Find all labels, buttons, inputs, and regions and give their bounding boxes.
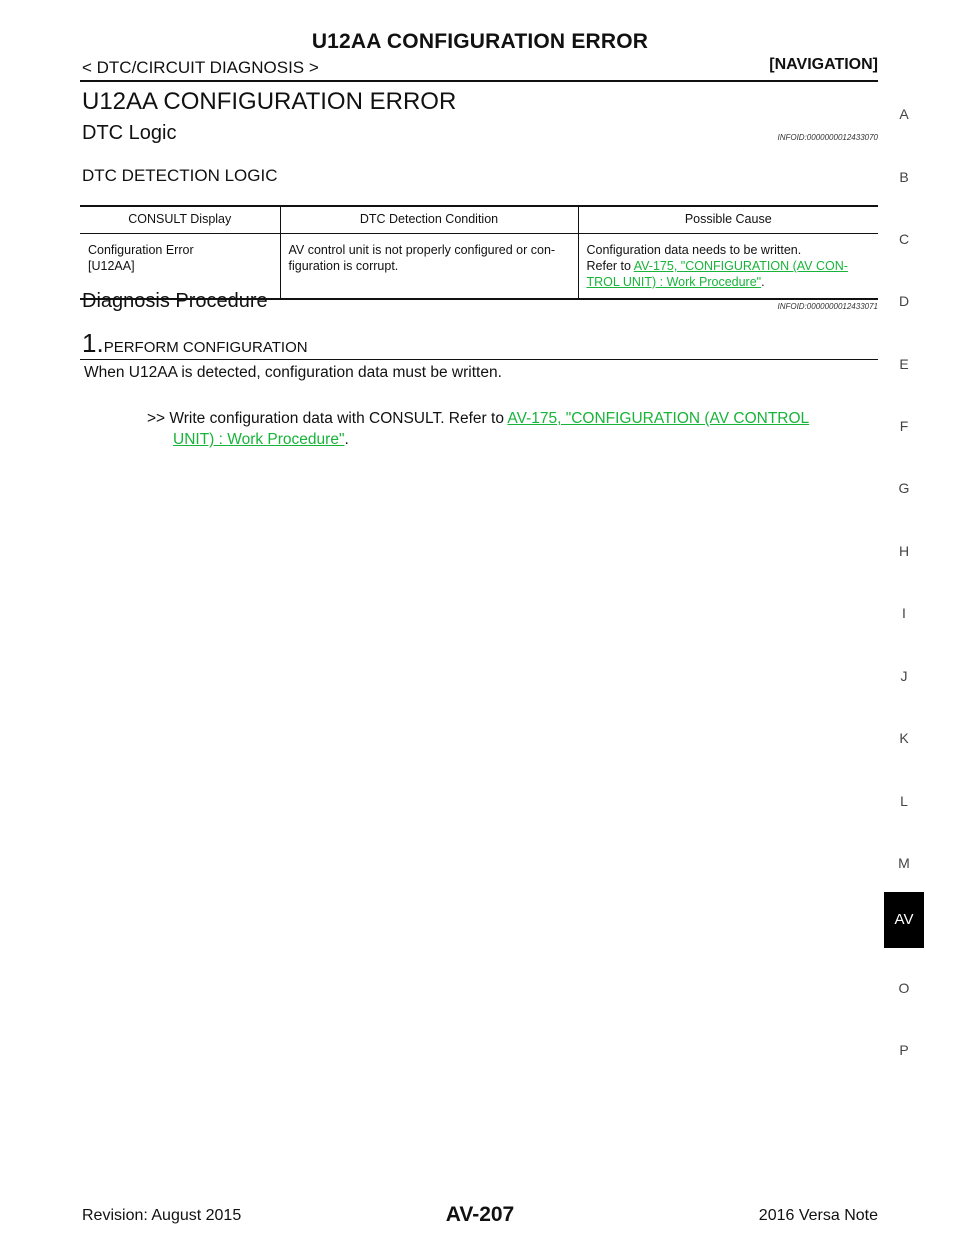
result-reference-link[interactable]: AV-175, "CONFIGURATION (AV CONTROL: [507, 410, 810, 427]
consult-display-line: Configuration Error: [88, 243, 194, 257]
table-row: Configuration Error [U12AA] AV control u…: [80, 233, 878, 300]
section-index-g[interactable]: G: [898, 480, 910, 496]
section-index-e[interactable]: E: [899, 356, 909, 372]
diagnosis-procedure-heading: Diagnosis Procedure: [82, 290, 268, 312]
footer-model: 2016 Versa Note: [758, 1207, 878, 1224]
step-instruction: When U12AA is detected, configuration da…: [84, 364, 502, 381]
result-prefix: >> Write configuration data with CONSULT…: [147, 410, 508, 427]
header-divider: [80, 80, 878, 82]
footer-page-number: AV-207: [445, 1203, 515, 1226]
result-suffix: .: [344, 431, 349, 448]
footer-revision: Revision: August 2015: [82, 1207, 242, 1224]
cell-consult-display: Configuration Error [U12AA]: [80, 234, 280, 300]
page-header-title: U12AA CONFIGURATION ERROR: [311, 30, 649, 53]
section-index-i[interactable]: I: [902, 605, 906, 621]
dtc-logic-heading: DTC Logic: [82, 122, 177, 144]
result-reference-link-cont[interactable]: UNIT) : Work Procedure": [173, 431, 345, 448]
table-header-row: CONSULT Display DTC Detection Condition …: [80, 206, 878, 234]
step-result: >> Write configuration data with CONSULT…: [147, 408, 879, 450]
section-index-h[interactable]: H: [898, 543, 910, 559]
section-index-o[interactable]: O: [898, 980, 910, 996]
section-index-m[interactable]: M: [898, 855, 910, 871]
dtc-detection-table: CONSULT Display DTC Detection Condition …: [80, 205, 878, 300]
section-index-a[interactable]: A: [899, 106, 909, 122]
section-index-av-active[interactable]: AV: [884, 892, 924, 948]
diagnosis-info-id: INFOID:0000000012433071: [777, 302, 878, 311]
page-heading: U12AA CONFIGURATION ERROR: [82, 88, 457, 115]
section-index-j[interactable]: J: [900, 668, 908, 684]
step-heading: 1.PERFORM CONFIGURATION: [82, 328, 308, 359]
section-index-l[interactable]: L: [900, 793, 908, 809]
consult-display-code: [U12AA]: [88, 259, 135, 273]
condition-text-line2: figuration is corrupt.: [288, 259, 399, 273]
column-header-detection-condition: DTC Detection Condition: [279, 206, 578, 234]
section-index-d[interactable]: D: [898, 293, 910, 309]
step-divider: [80, 359, 878, 360]
cell-detection-condition: AV control unit is not properly configur…: [279, 233, 578, 299]
section-index-b[interactable]: B: [899, 169, 909, 185]
section-tag: [NAVIGATION]: [769, 56, 878, 73]
dtc-detection-logic-subheading: DTC DETECTION LOGIC: [82, 166, 278, 185]
section-index-k[interactable]: K: [899, 730, 909, 746]
step-number: 1.: [82, 328, 104, 358]
section-index-c[interactable]: C: [898, 231, 910, 247]
cell-possible-cause: Configuration data needs to be written. …: [577, 233, 878, 299]
cause-text: Configuration data needs to be written.: [586, 243, 802, 257]
cause-refer-prefix: Refer to: [586, 259, 634, 273]
cause-reference-link[interactable]: AV-175, "CONFIGURATION (AV CON-: [633, 259, 848, 273]
column-header-possible-cause: Possible Cause: [577, 206, 878, 234]
breadcrumb: < DTC/CIRCUIT DIAGNOSIS >: [82, 58, 319, 77]
dtc-logic-info-id: INFOID:0000000012433070: [777, 133, 878, 142]
section-index-f[interactable]: F: [899, 418, 909, 434]
column-header-consult-display: CONSULT Display: [80, 206, 280, 234]
cause-reference-link-cont[interactable]: TROL UNIT) : Work Procedure": [586, 275, 762, 289]
step-title: PERFORM CONFIGURATION: [103, 339, 308, 356]
cause-suffix: .: [761, 275, 765, 289]
section-index-p[interactable]: P: [899, 1042, 909, 1058]
condition-text-line1: AV control unit is not properly configur…: [288, 243, 556, 257]
